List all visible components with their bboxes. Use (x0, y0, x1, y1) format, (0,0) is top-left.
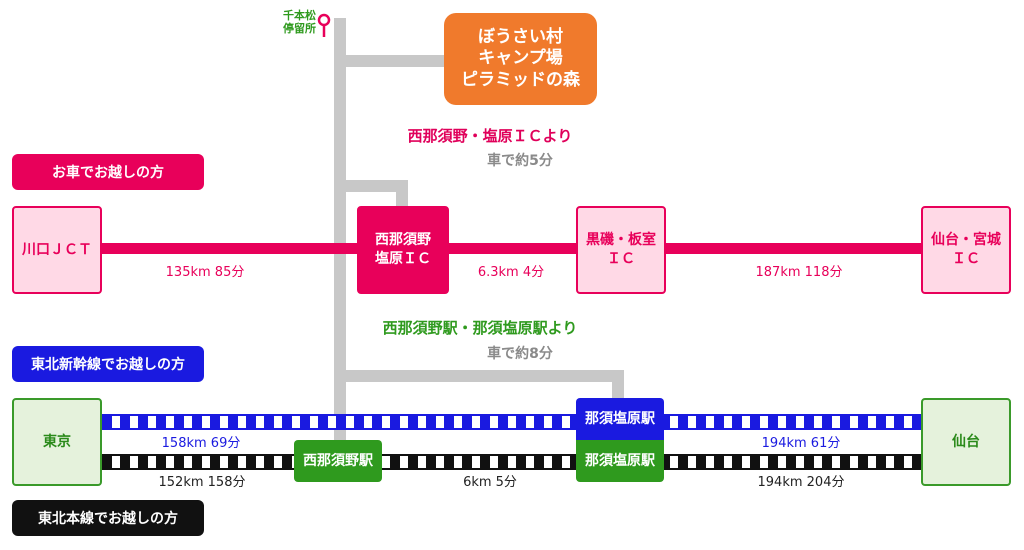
station-label: 那須塩原駅 (585, 410, 655, 427)
train-route-note-time: 車で約8分 (487, 346, 553, 362)
bus-stop-label: 千本松 停留所 (283, 9, 316, 36)
shinkansen-legend-label: 東北新幹線でお越しの方 (31, 357, 185, 373)
car-segment-distance: 6.3km 4分 (477, 265, 545, 280)
station-label: 那須塩原駅 (585, 452, 655, 469)
ic-node-label: 川口ＪＣＴ (22, 241, 92, 258)
car-route-note-title: 西那須野・塩原ＩＣより (407, 127, 573, 145)
ic-node-kawaguchi: 川口ＪＣＴ (12, 206, 102, 294)
station-label: 仙台 (952, 433, 980, 450)
shinkansen-segment-distance: 194km 61分 (761, 436, 841, 451)
access-road-to-nasushiobara-down (612, 370, 624, 400)
ic-node-kuroiso-itamuro: 黒磯・板室 ＩＣ (576, 206, 666, 294)
car-route-note-time: 車で約5分 (487, 153, 553, 169)
car-legend-label: お車でお越しの方 (52, 165, 164, 181)
station-tokyo: 東京 (12, 398, 102, 486)
ic-node-label: 黒磯・板室 ＩＣ (586, 232, 656, 267)
honsen-legend-label: 東北本線でお越しの方 (38, 511, 178, 527)
train-route-note-title: 西那須野駅・那須塩原駅より (382, 319, 578, 337)
access-road-to-ic-down (396, 180, 408, 208)
honsen-segment-distance: 194km 204分 (757, 475, 845, 490)
shinkansen-rail-line (100, 414, 924, 430)
ic-node-sendai-miyagi: 仙台・宮城 ＩＣ (921, 206, 1011, 294)
station-nishinasuno: 西那須野駅 (294, 440, 382, 482)
honsen-rail-line (100, 454, 924, 470)
station-label: 西那須野駅 (303, 452, 373, 469)
bus-stop-marker-icon (317, 13, 331, 37)
destination-label: ぼうさい村 キャンプ場 ピラミッドの森 (461, 27, 580, 90)
access-road-main (334, 18, 346, 450)
station-nasushiobara-honsen: 那須塩原駅 (576, 440, 664, 482)
station-nasushiobara-shinkansen: 那須塩原駅 (576, 398, 664, 440)
ic-node-label: 仙台・宮城 ＩＣ (931, 232, 1001, 267)
honsen-segment-distance: 152km 158分 (158, 475, 246, 490)
car-segment-distance: 135km 85分 (165, 265, 245, 280)
destination-box: ぼうさい村 キャンプ場 ピラミッドの森 (444, 13, 597, 105)
expressway-line (100, 243, 922, 254)
ic-node-label: 西那須野 塩原ＩＣ (375, 232, 431, 267)
station-label: 東京 (43, 433, 71, 450)
honsen-legend-badge: 東北本線でお越しの方 (12, 500, 204, 536)
shinkansen-legend-badge: 東北新幹線でお越しの方 (12, 346, 204, 382)
honsen-segment-distance: 6km 5分 (463, 475, 517, 490)
station-sendai: 仙台 (921, 398, 1011, 486)
access-road-to-destination (334, 55, 446, 67)
car-segment-distance: 187km 118分 (755, 265, 843, 280)
ic-node-nishinasuno-shiobara: 西那須野 塩原ＩＣ (357, 206, 449, 294)
shinkansen-segment-distance: 158km 69分 (161, 436, 241, 451)
car-legend-badge: お車でお越しの方 (12, 154, 204, 190)
access-road-to-nasushiobara (334, 370, 624, 382)
access-road-to-ic (334, 180, 408, 192)
